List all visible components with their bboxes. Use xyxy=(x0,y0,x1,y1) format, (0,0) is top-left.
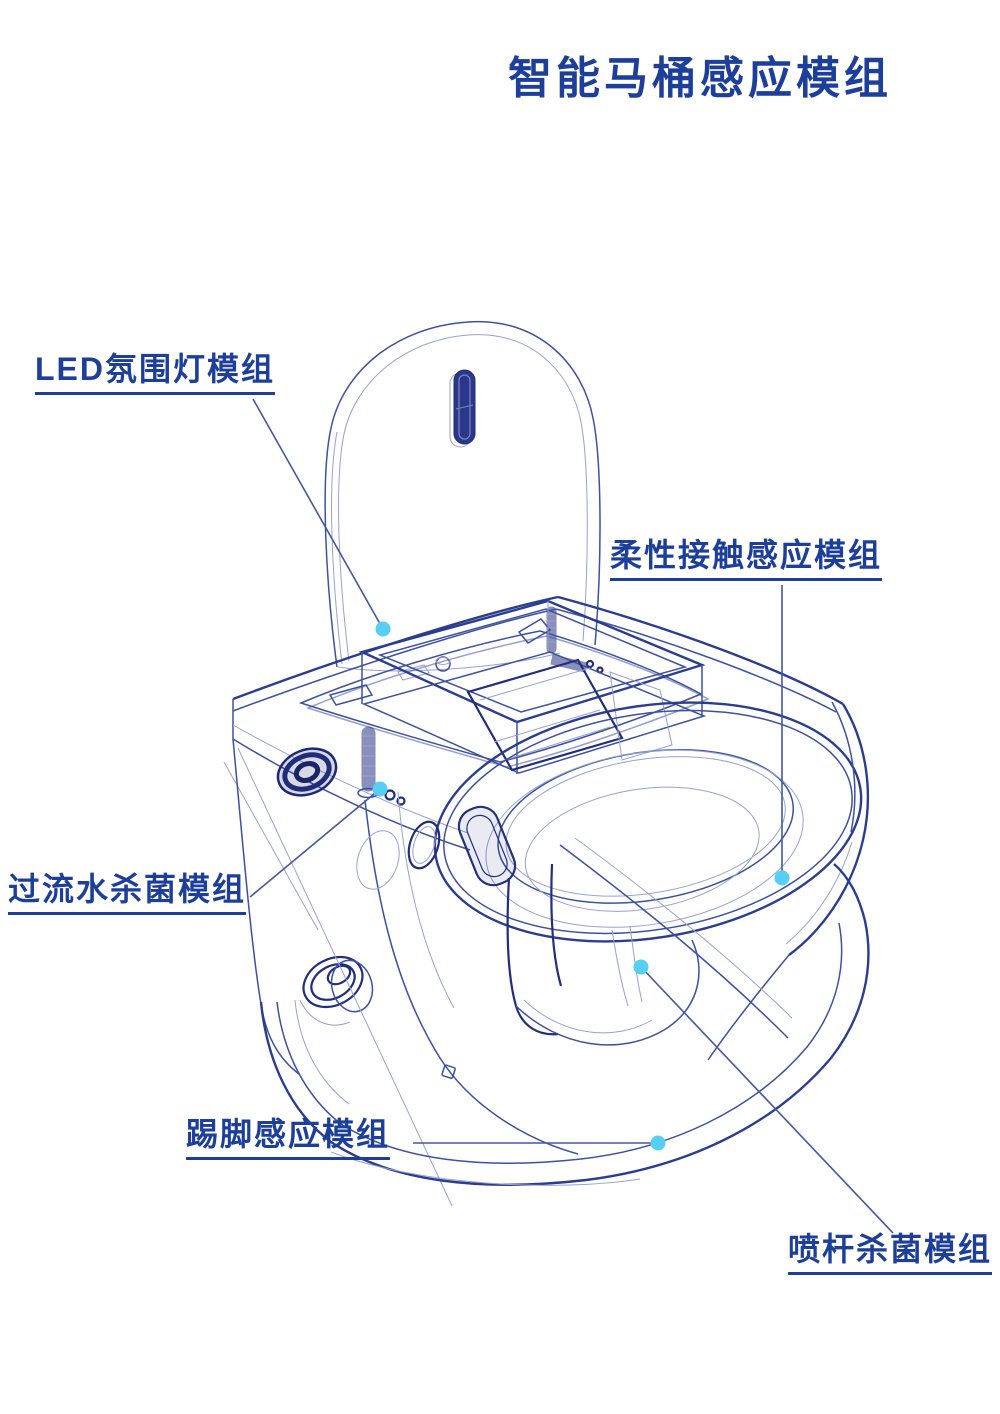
label-spray-rod-sterilizer: 喷杆杀菌模组 xyxy=(788,1231,993,1276)
shell-right xyxy=(707,701,870,1061)
leader-line-flow-water-sterilizer xyxy=(249,788,381,898)
ribbed-rod xyxy=(361,726,376,792)
page-title: 智能马桶感应模组 xyxy=(508,54,892,103)
sensor-marker-kick-sensor xyxy=(650,1135,666,1151)
label-flexible-touch-sensor: 柔性接触感应模组 xyxy=(610,537,883,582)
base-bolt xyxy=(441,1064,456,1079)
lid-light-slot xyxy=(449,369,476,448)
base-foot xyxy=(259,863,870,1186)
label-led-ambient-light: LED氛围灯模组 xyxy=(35,351,276,396)
flush-handle-ring xyxy=(457,805,517,887)
sensor-marker-flexible-touch-sensor xyxy=(774,870,790,886)
sensor-marker-led-ambient-light xyxy=(375,621,391,637)
trapway xyxy=(356,805,793,1046)
callout-layer xyxy=(249,398,894,1234)
sensor-marker-spray-rod-sterilizer xyxy=(633,959,649,975)
lower-valve xyxy=(299,955,374,1026)
tank-box xyxy=(358,599,707,774)
internal-valves xyxy=(276,726,406,1026)
shell-left-front xyxy=(223,738,579,1207)
tank-deck xyxy=(232,595,844,851)
leader-line-spray-rod-sterilizer xyxy=(640,966,894,1234)
label-kick-sensor: 踢脚感应模组 xyxy=(186,1116,391,1161)
leader-line-led-ambient-light xyxy=(252,398,384,630)
sensor-marker-flow-water-sterilizer xyxy=(372,781,388,797)
toilet-lid xyxy=(324,320,601,672)
water-valve xyxy=(276,747,338,797)
label-flow-water-sterilizer: 过流水杀菌模组 xyxy=(8,871,247,916)
